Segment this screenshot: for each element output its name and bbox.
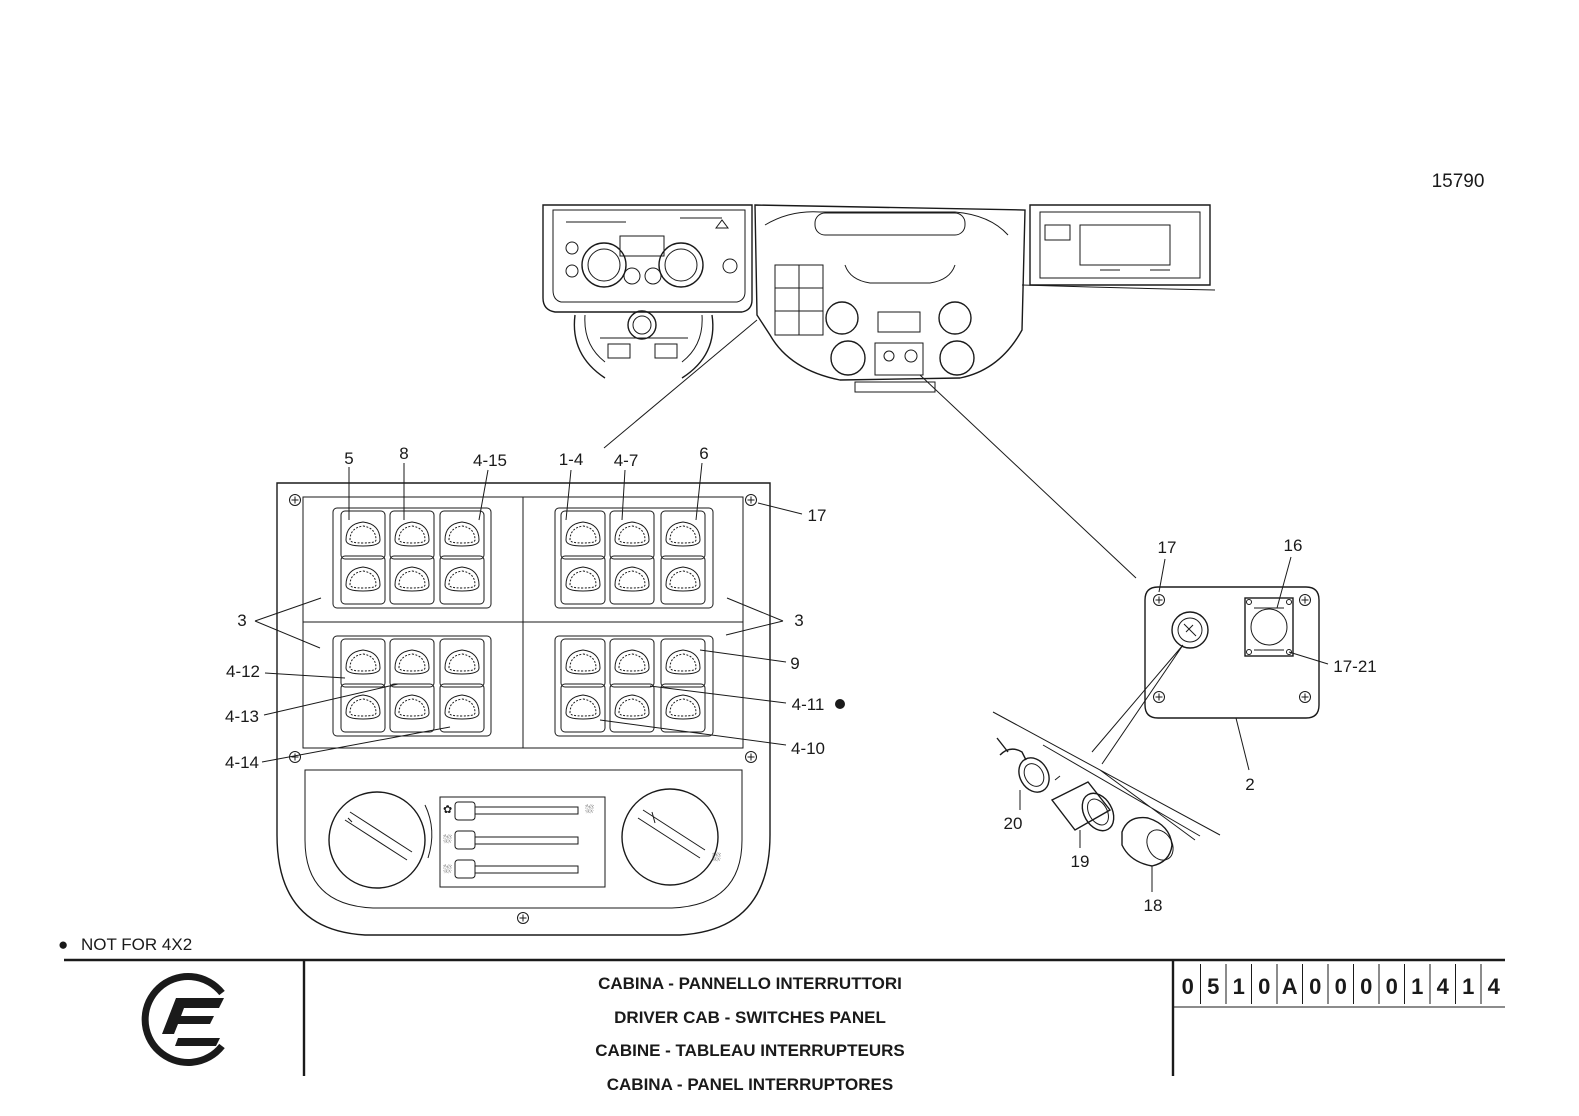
screw-icon [289,494,301,506]
callout-4-7: 4-7 [614,451,639,470]
part-code-char: 4 [1437,974,1450,999]
callout-18: 18 [1144,896,1163,915]
brand-logo-icon [141,973,225,1066]
part-code-char: 1 [1462,974,1474,999]
part-code-char: 0 [1360,974,1372,999]
callout-16: 16 [1284,536,1303,555]
drawing-number: 15790 [1432,171,1485,192]
part-code-char: 0 [1309,974,1321,999]
outlet-callouts: 17 16 17-21 2 20 19 18 [1004,536,1377,915]
not-for-4x2-marker [835,699,845,709]
callout-leaders [254,462,803,763]
part-code-char: 5 [1207,974,1219,999]
screw-icon [1299,594,1311,606]
svg-text:⛆: ⛆ [585,804,594,816]
callout-6: 6 [699,444,708,463]
callout-3-left: 3 [237,611,246,630]
callout-5: 5 [344,449,353,468]
callout-9: 9 [790,654,799,673]
part-code-char: 1 [1233,974,1245,999]
footnote: ● NOT FOR 4X2 [58,935,192,954]
outlet-leaders [1091,556,1329,771]
callout-17-plate: 17 [1158,538,1177,557]
screw-icon [1153,594,1165,606]
screw-icon [517,912,529,924]
outlet-plate [1144,586,1320,719]
title-spanish: CABINA - PANEL INTERRUPTORES [607,1075,894,1094]
switch-panel-callouts: 5 8 4-15 1-4 4-7 6 17 3 3 9 4-12 4-13 4-… [225,444,845,772]
callout-3-right: 3 [794,611,803,630]
callout-4-10: 4-10 [791,739,825,758]
part-code-char: 0 [1386,974,1398,999]
switch-panel: ✿ ⛆ ⛆ ⛆ ⛆ [276,482,771,936]
callout-2: 2 [1245,775,1254,794]
callout-8: 8 [399,444,408,463]
callout-19: 19 [1071,852,1090,871]
callout-4-11: 4-11 [792,695,825,714]
svg-text:⛆: ⛆ [443,864,452,876]
callout-4-14: 4-14 [225,753,259,772]
part-code-char: 0 [1182,974,1194,999]
callout-17-21: 17-21 [1333,657,1376,676]
dashboard-overview [542,204,1216,393]
title-block: CABINA - PANNELLO INTERRUTTORI DRIVER CA… [64,958,1505,1094]
callout-4-15: 4-15 [473,451,507,470]
screw-icon [745,494,757,506]
title-english: DRIVER CAB - SWITCHES PANEL [614,1008,886,1027]
part-code-char: 1 [1411,974,1423,999]
detail-leader-outlet-plate [919,374,1137,579]
lighter-assembly [992,711,1221,892]
callout-4-13: 4-13 [225,707,259,726]
svg-text:⛆: ⛆ [712,852,721,864]
part-code-char: 0 [1258,974,1270,999]
title-italian: CABINA - PANNELLO INTERRUTTORI [598,974,902,993]
callout-20: 20 [1004,814,1023,833]
footnote-marker: ● [58,935,68,954]
callout-17: 17 [808,506,827,525]
callout-4-12: 4-12 [226,662,260,681]
svg-text:⛆: ⛆ [443,834,452,846]
screw-icon [1153,691,1165,703]
screw-icon [745,751,757,763]
footnote-text: NOT FOR 4X2 [81,935,192,954]
screw-icon [1299,691,1311,703]
callout-1-4: 1-4 [559,450,584,469]
part-code-char: 4 [1488,974,1501,999]
part-code-char: A [1282,974,1298,999]
svg-text:✿: ✿ [443,804,452,816]
part-code-char: 0 [1335,974,1347,999]
title-french: CABINE - TABLEAU INTERRUPTEURS [595,1041,904,1060]
detail-leader-switch-panel [603,319,758,449]
